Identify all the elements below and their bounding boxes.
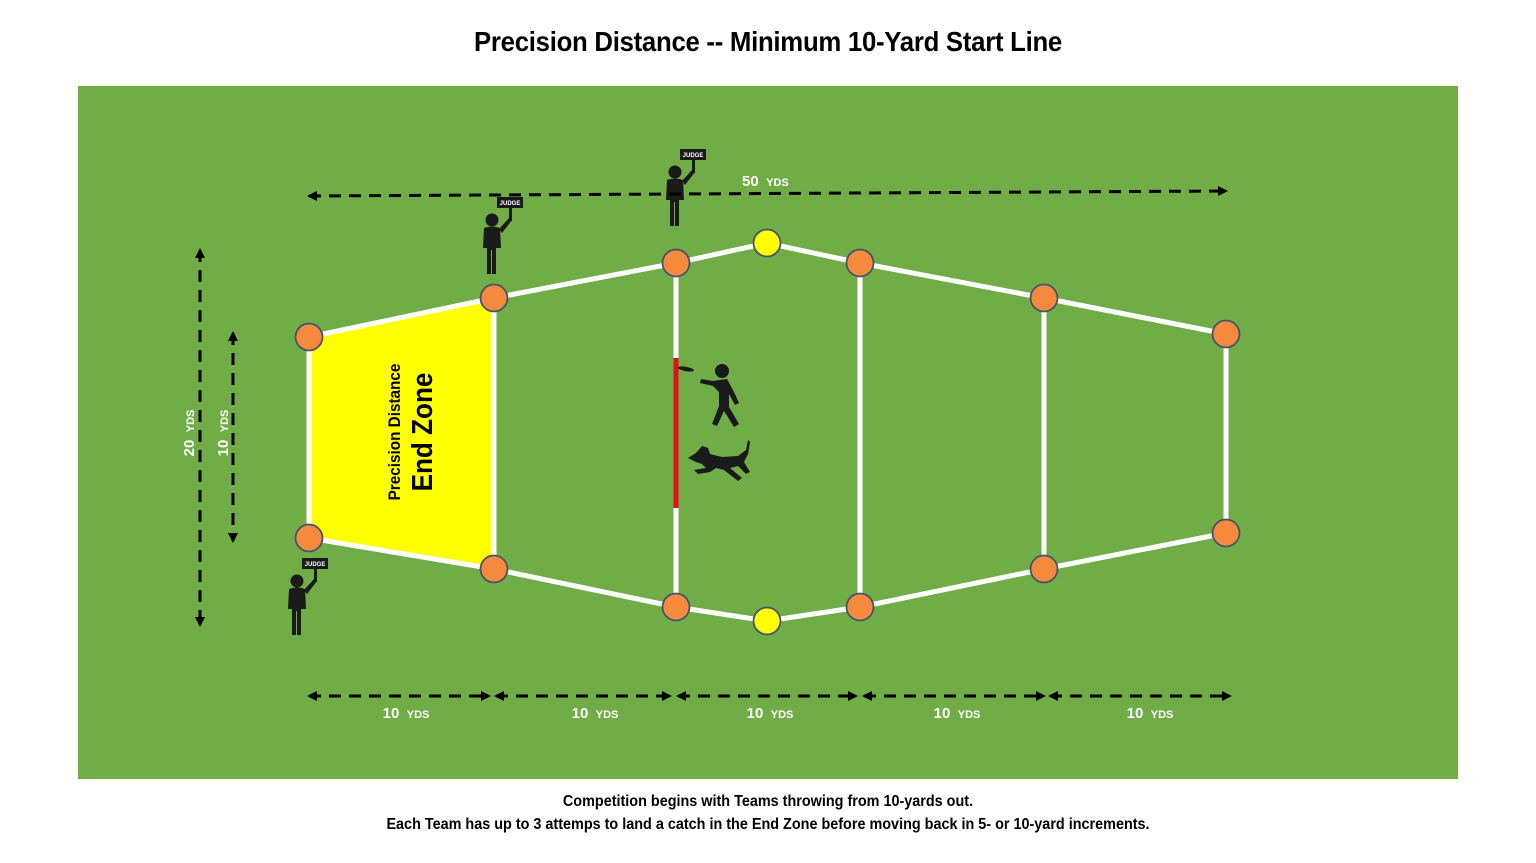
judge-icon: JUDGE xyxy=(288,558,328,635)
cone-orange xyxy=(661,592,691,622)
cone-yellow xyxy=(752,228,782,258)
cones xyxy=(294,228,1241,636)
end-zone-width-label: 10 YDS xyxy=(215,410,232,457)
field-background xyxy=(78,86,1458,779)
segment-label: 10 YDS xyxy=(934,705,981,722)
length-arrow xyxy=(307,186,1228,201)
svg-text:JUDGE: JUDGE xyxy=(500,201,521,207)
cone-orange xyxy=(479,554,509,584)
cone-orange xyxy=(1029,554,1059,584)
cone-orange xyxy=(845,248,875,278)
segment-label: 10 YDS xyxy=(747,705,794,722)
end-zone-title-large: End Zone xyxy=(406,373,439,492)
caption-line-2: Each Team has up to 3 attemps to land a … xyxy=(386,816,1150,833)
cone-orange xyxy=(1211,319,1241,349)
diagram-title: Precision Distance -- Minimum 10-Yard St… xyxy=(474,26,1062,57)
segment-label: 10 YDS xyxy=(572,705,619,722)
cone-orange xyxy=(294,322,324,352)
judge-icon: JUDGE xyxy=(666,149,706,226)
cone-orange xyxy=(1211,518,1241,548)
length-label: 50 YDS xyxy=(742,173,789,190)
end-zone-label: Precision Distance End Zone xyxy=(385,364,438,501)
segment-label: 10 YDS xyxy=(1127,705,1174,722)
caption-line-1: Competition begins with Teams throwing f… xyxy=(562,793,974,810)
cone-orange xyxy=(845,592,875,622)
dog-running-icon xyxy=(688,440,750,481)
outer-width-label: 20 YDS xyxy=(181,410,198,457)
cone-orange xyxy=(294,523,324,553)
svg-text:JUDGE: JUDGE xyxy=(305,562,326,568)
handler-throwing-disc-icon xyxy=(678,364,739,427)
cone-orange xyxy=(1029,283,1059,313)
svg-text:JUDGE: JUDGE xyxy=(683,153,704,159)
cone-orange xyxy=(661,248,691,278)
end-zone xyxy=(309,298,494,569)
cone-orange xyxy=(479,283,509,313)
cone-yellow xyxy=(752,606,782,636)
end-zone-title-small: Precision Distance xyxy=(385,364,404,501)
segment-label: 10 YDS xyxy=(383,705,430,722)
judge-icon: JUDGE xyxy=(483,197,523,274)
